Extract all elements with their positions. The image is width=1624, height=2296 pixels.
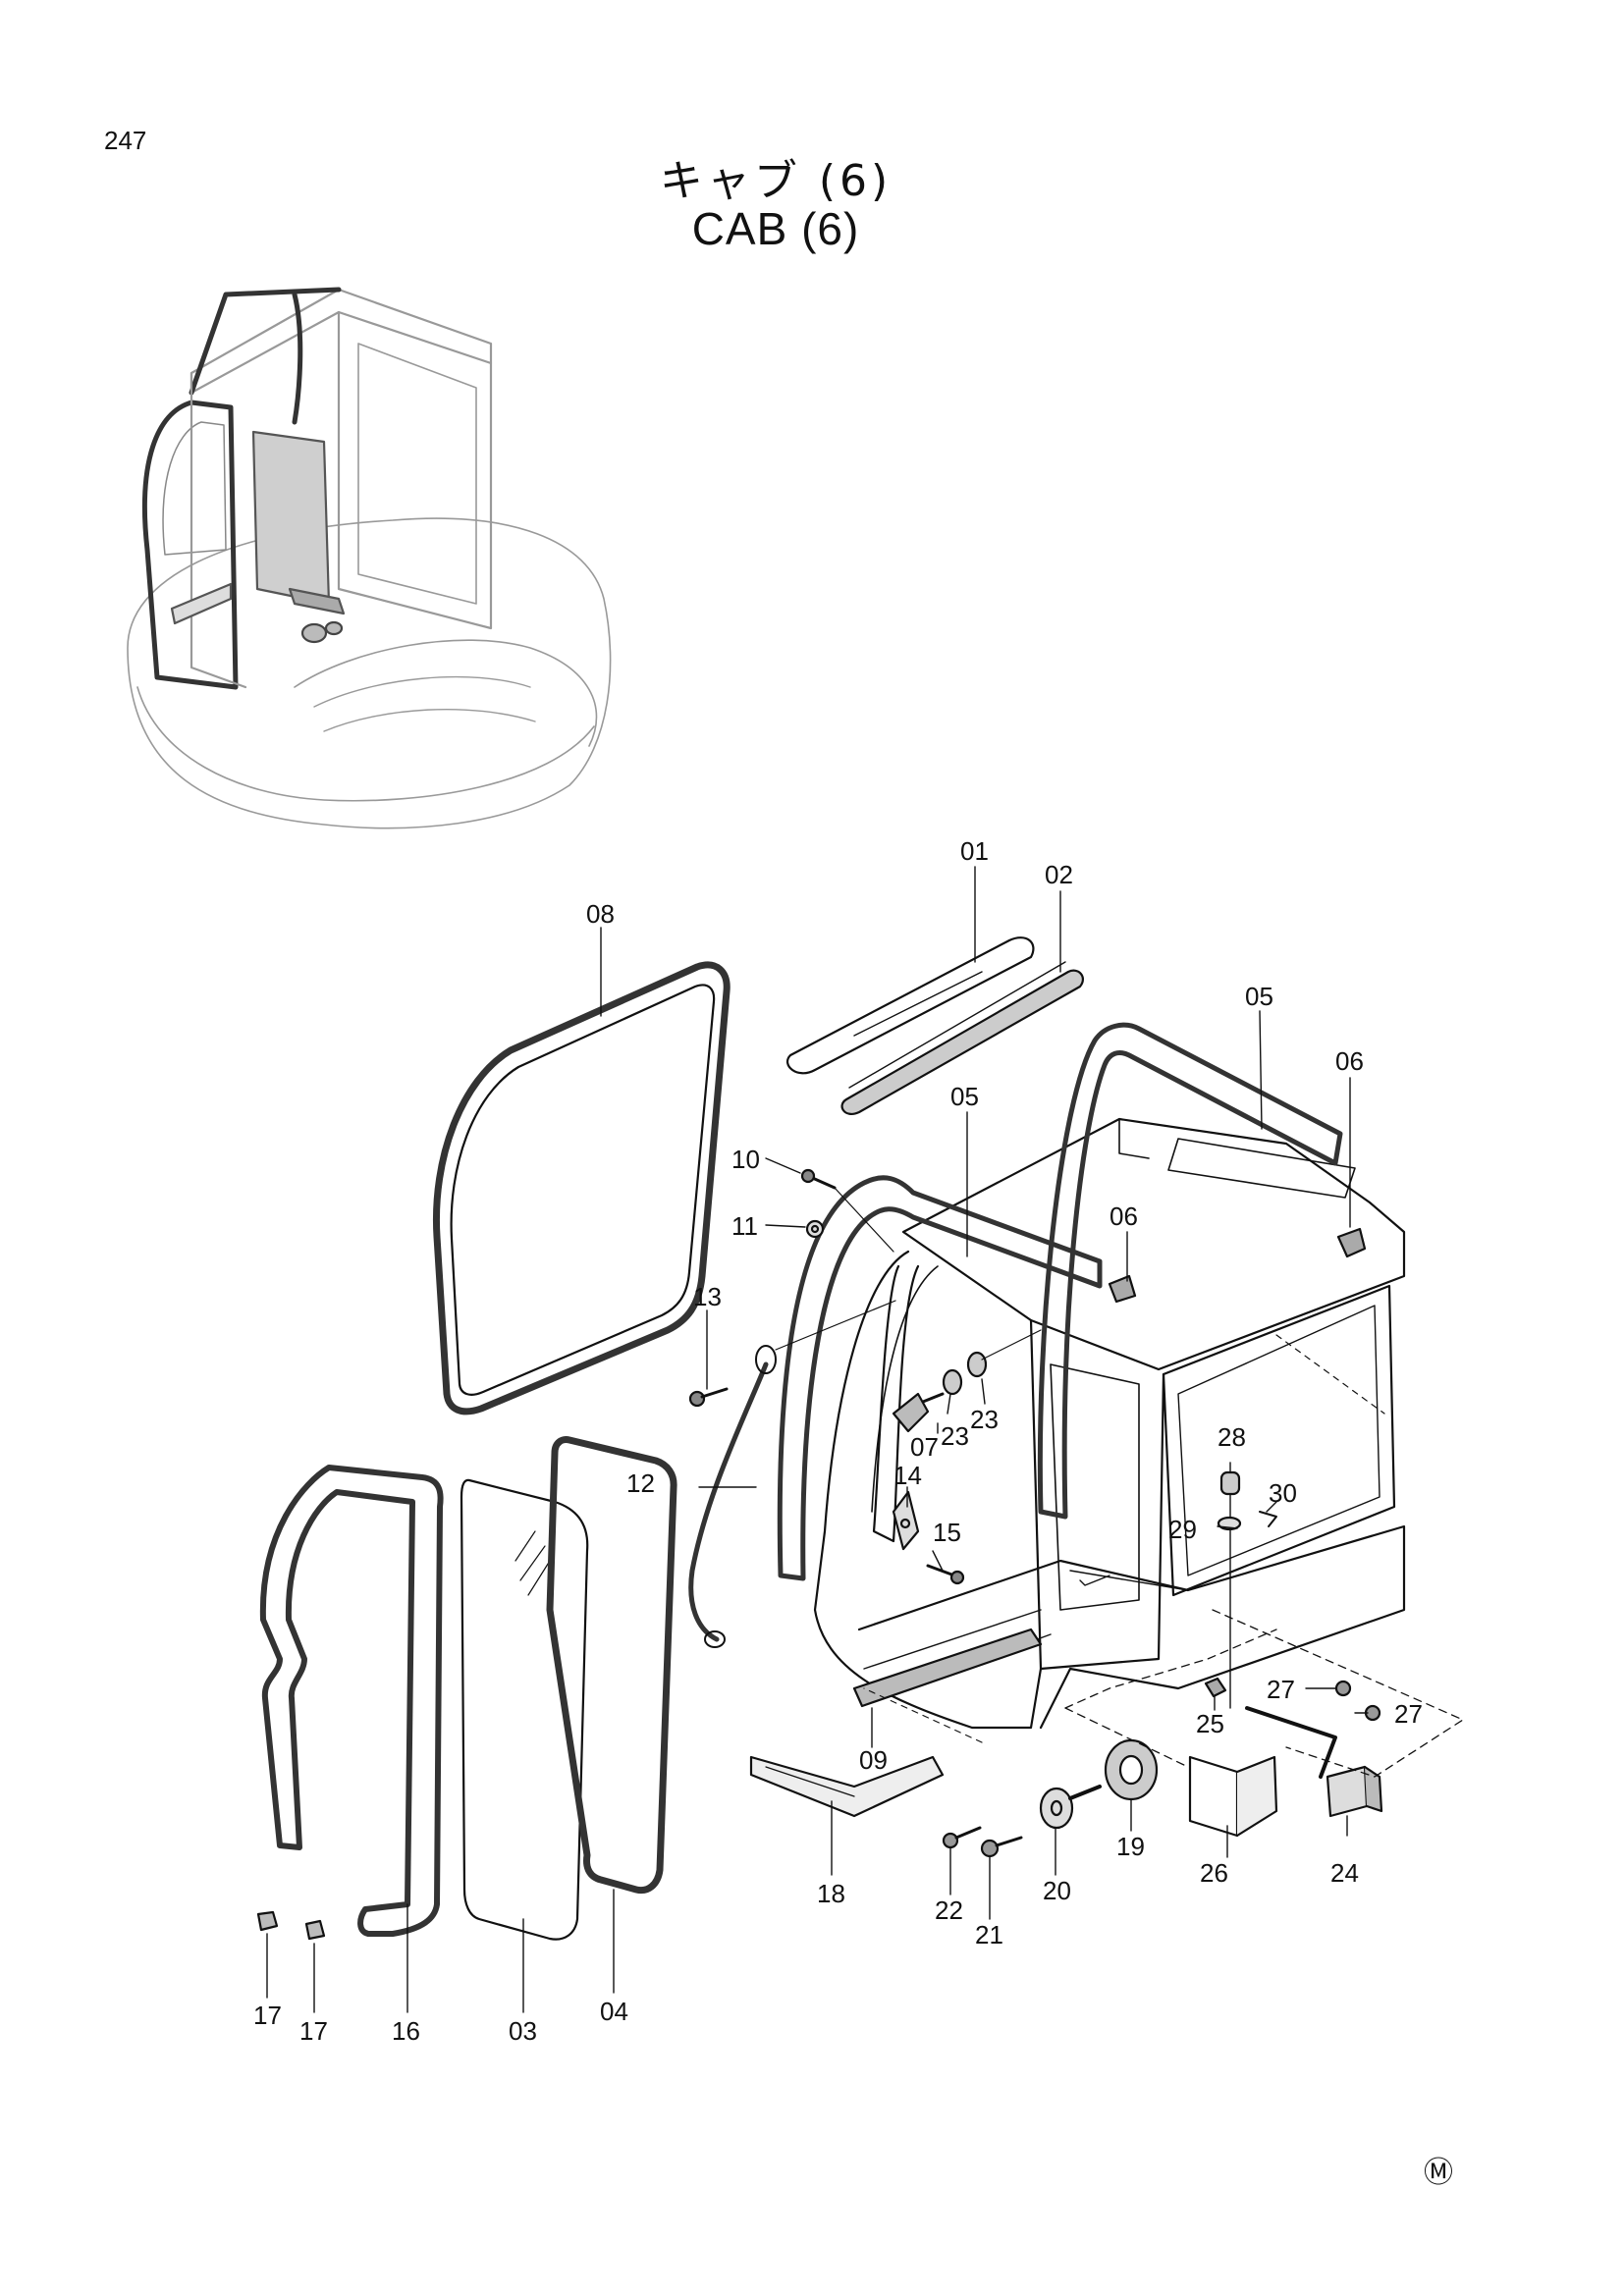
label-part-27-lower: 27 (1394, 1699, 1423, 1729)
part-08-door-seal (432, 961, 731, 1415)
part-25-bolt (1204, 1677, 1227, 1698)
part-27-bolts (1245, 1680, 1381, 1779)
label-part-17-left: 17 (253, 2001, 282, 2030)
label-part-21: 21 (975, 1920, 1003, 1949)
page-number: 247 (104, 126, 147, 155)
part-03-window-glass (460, 1478, 589, 1941)
machine-overview-illustration (127, 287, 612, 829)
label-part-17-right: 17 (299, 2016, 328, 2046)
part-05-pillar-seal (777, 1022, 1343, 1581)
part-02-seal-strip (840, 961, 1084, 1115)
label-part-03: 03 (509, 2016, 537, 2046)
part-30-clip (1259, 1511, 1277, 1527)
cab-frame (813, 1117, 1406, 1730)
label-part-23-right: 23 (970, 1405, 999, 1434)
label-part-04: 04 (600, 1997, 628, 2026)
label-part-23-left: 23 (941, 1421, 969, 1451)
part-04-window-seal (546, 1436, 677, 1895)
leader-lines (266, 866, 1369, 2013)
label-part-20: 20 (1043, 1876, 1071, 1905)
label-part-12: 12 (626, 1468, 655, 1498)
label-part-14: 14 (893, 1461, 922, 1490)
label-part-05-lower: 05 (950, 1082, 979, 1111)
label-part-16: 16 (392, 2016, 420, 2046)
label-part-18: 18 (817, 1879, 845, 1908)
label-part-26: 26 (1200, 1858, 1228, 1888)
part-06-cap (1108, 1227, 1367, 1304)
part-20-hinge-pin (1039, 1785, 1102, 1830)
label-part-28: 28 (1218, 1422, 1246, 1452)
part-17-plugs (256, 1910, 326, 1941)
label-part-24: 24 (1330, 1858, 1359, 1888)
part-09-rail (852, 1628, 1043, 1743)
part-01-strip (786, 936, 1035, 1075)
label-part-29: 29 (1168, 1515, 1197, 1544)
part-23-spacers (942, 1329, 1042, 1396)
part-number-labels: 01 02 05 06 05 06 08 10 11 13 12 14 15 0… (253, 836, 1423, 2046)
part-12-stay-rod (688, 1300, 896, 1648)
label-part-15: 15 (933, 1518, 961, 1547)
part-15-bolt (926, 1564, 965, 1585)
label-part-30: 30 (1269, 1478, 1297, 1508)
label-part-11: 11 (731, 1211, 758, 1241)
part-24-latch (1326, 1765, 1383, 1818)
label-part-27-upper: 27 (1267, 1675, 1295, 1704)
label-part-02: 02 (1045, 860, 1073, 889)
latch-dash-outline (1064, 1609, 1464, 1778)
label-part-05-upper: 05 (1245, 982, 1273, 1011)
page-title-english: CAB (6) (691, 203, 860, 254)
part-19-roller (1104, 1738, 1159, 1801)
label-part-22: 22 (935, 1896, 963, 1925)
label-part-06-lower: 06 (1110, 1201, 1138, 1231)
part-10-bolt-and-11-washer (800, 1168, 894, 1253)
catalog-mark-symbol: Ⓜ (1424, 2157, 1453, 2189)
part-22-bolt (942, 1826, 982, 1849)
part-14-bracket (892, 1490, 920, 1551)
label-part-07: 07 (910, 1432, 939, 1462)
page-title-japanese: キャブ (6) (659, 156, 893, 206)
label-part-10: 10 (731, 1145, 760, 1174)
part-16-door-seal (259, 1465, 444, 1937)
part-21-bolt (980, 1836, 1023, 1858)
part-18-guide (749, 1755, 945, 1818)
label-part-25: 25 (1196, 1709, 1224, 1738)
part-13-bolt (688, 1387, 729, 1408)
part-07-striker (892, 1392, 945, 1433)
label-part-09: 09 (859, 1745, 888, 1775)
label-part-06-upper: 06 (1335, 1046, 1364, 1076)
label-part-13: 13 (693, 1282, 722, 1311)
label-part-01: 01 (960, 836, 989, 866)
part-26-latch-plate (1188, 1755, 1278, 1838)
label-part-08: 08 (586, 899, 615, 929)
label-part-19: 19 (1116, 1832, 1145, 1861)
